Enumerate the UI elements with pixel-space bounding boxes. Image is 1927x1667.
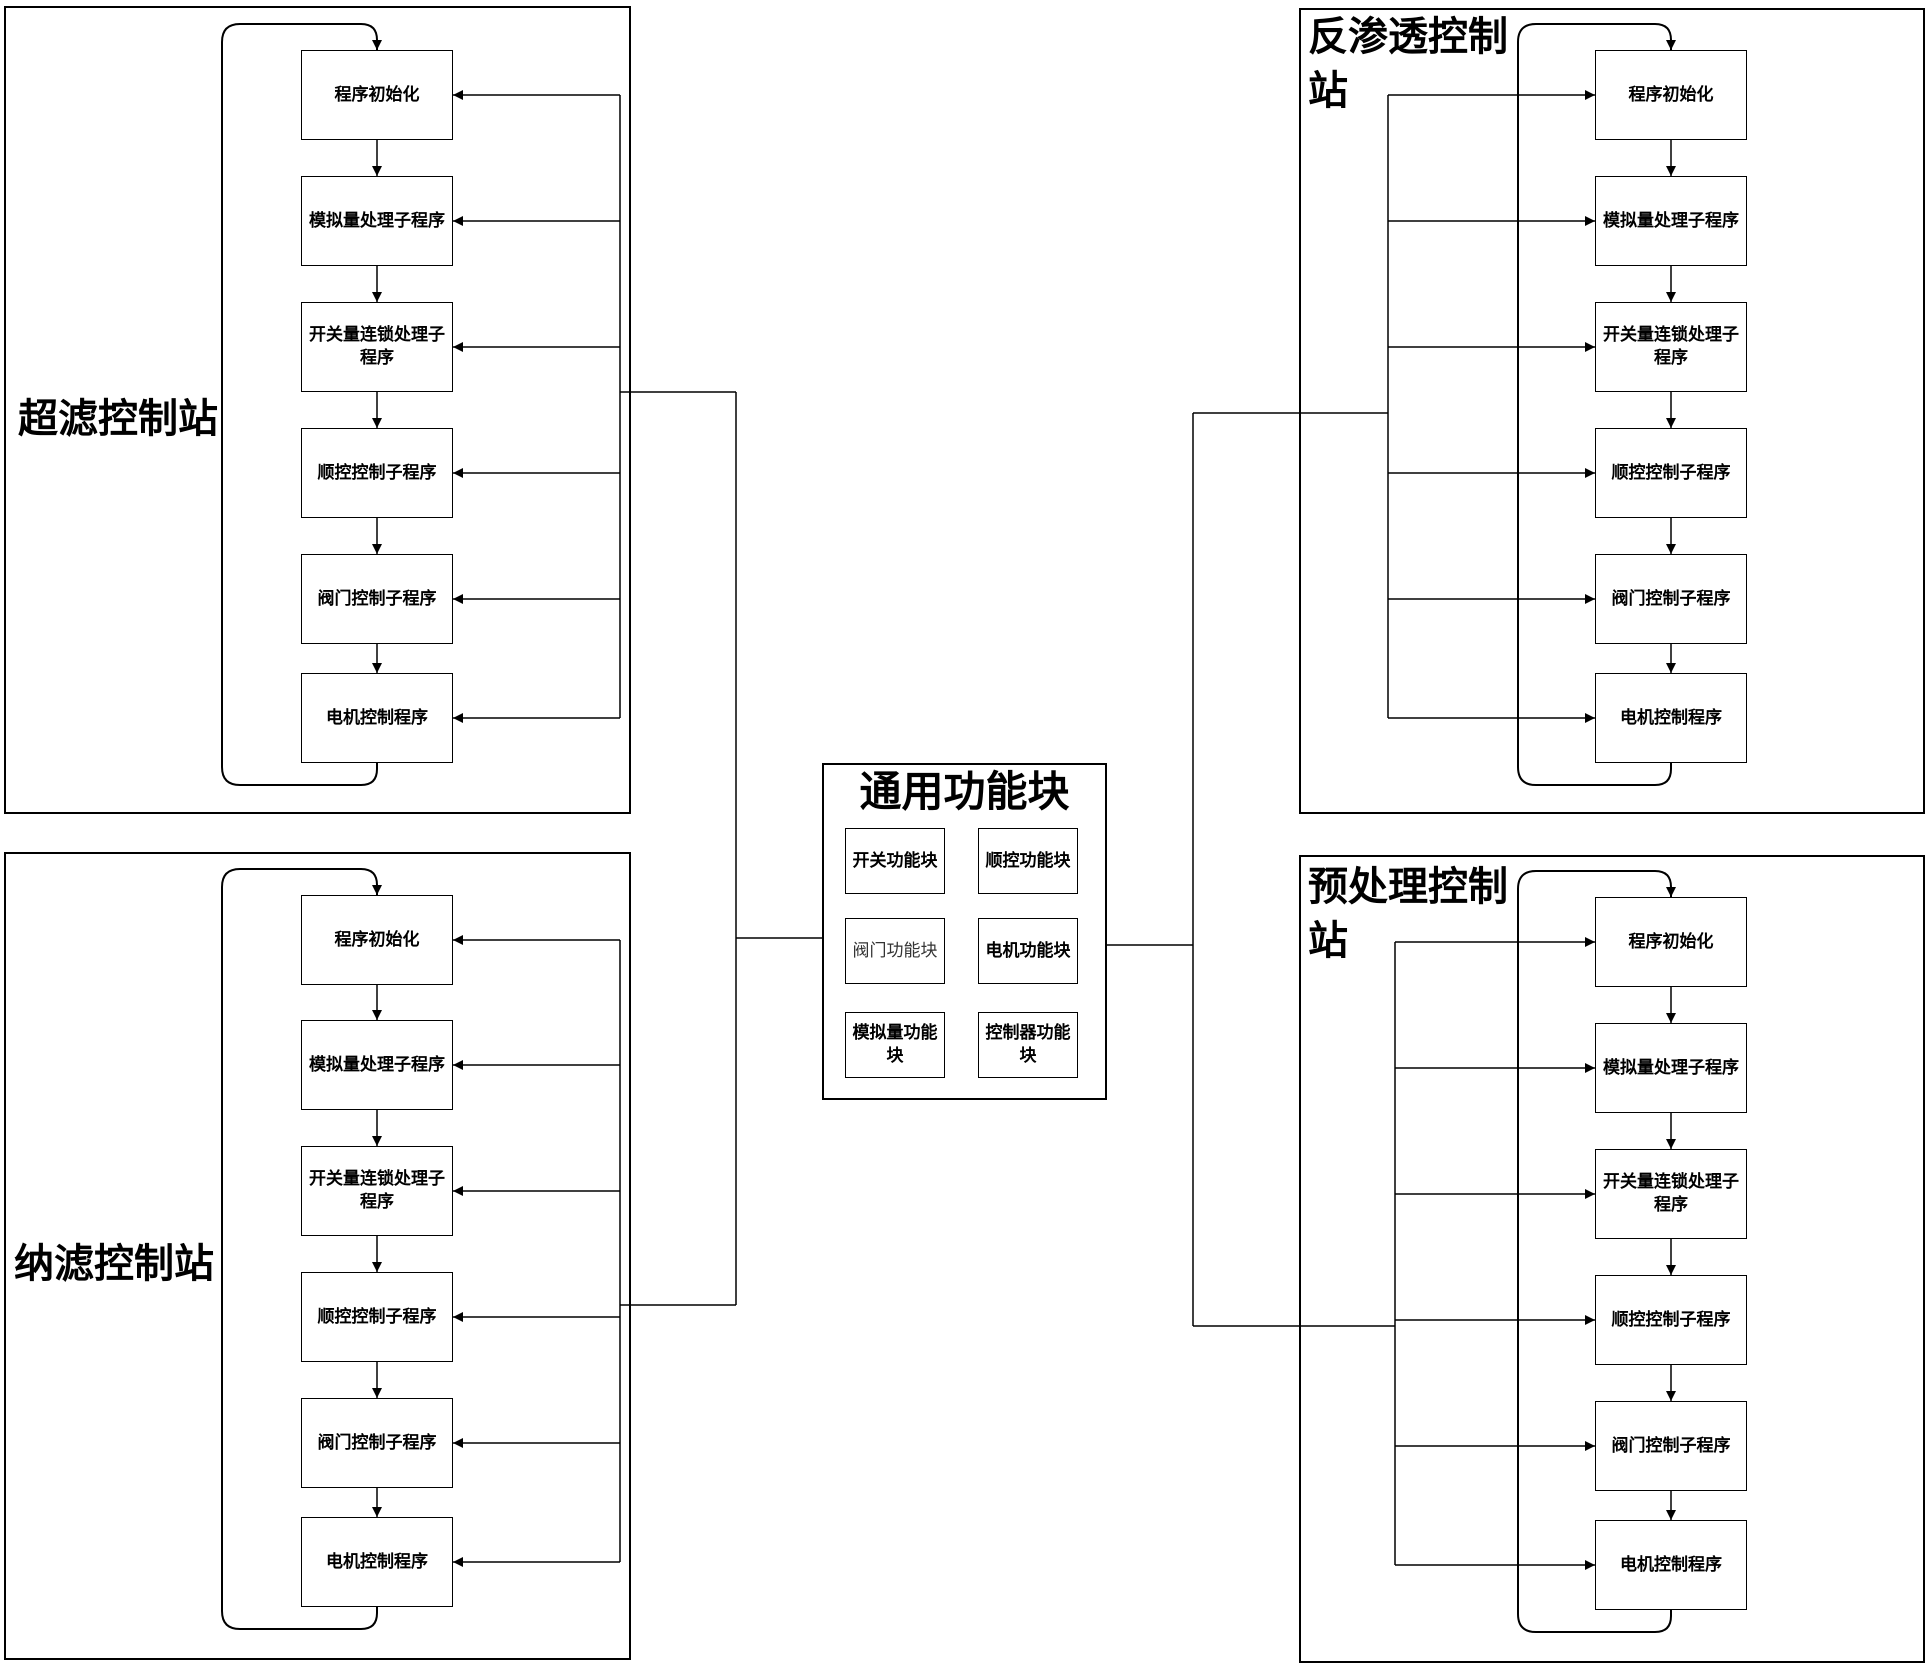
step-box: 阀门控制子程序 — [1595, 554, 1747, 644]
step-box: 阀门控制子程序 — [301, 554, 453, 644]
step-box: 顺控控制子程序 — [1595, 428, 1747, 518]
step-box: 模拟量处理子程序 — [1595, 176, 1747, 266]
station-title-nanofiltration: 纳滤控制站 — [14, 1241, 214, 1287]
step-box: 顺控控制子程序 — [301, 428, 453, 518]
step-box: 电机控制程序 — [1595, 1520, 1747, 1610]
step-box: 模拟量处理子程序 — [301, 1020, 453, 1110]
function-block-valve: 阀门功能块 — [845, 918, 945, 984]
station-frame-ultrafiltration — [4, 6, 631, 814]
step-box: 顺控控制子程序 — [301, 1272, 453, 1362]
function-block-motor: 电机功能块 — [978, 918, 1078, 984]
station-title-reverse-osmosis: 反渗透控制站 — [1308, 14, 1508, 114]
step-box: 电机控制程序 — [1595, 673, 1747, 763]
step-box: 电机控制程序 — [301, 1517, 453, 1607]
step-box: 模拟量处理子程序 — [301, 176, 453, 266]
loop-back-arrow — [221, 868, 382, 1630]
step-box: 顺控控制子程序 — [1595, 1275, 1747, 1365]
step-box: 程序初始化 — [1595, 50, 1747, 140]
loop-back-arrow — [1517, 23, 1676, 786]
step-box: 阀门控制子程序 — [301, 1398, 453, 1488]
step-box: 阀门控制子程序 — [1595, 1401, 1747, 1491]
loop-back-arrow — [221, 23, 382, 786]
function-block-sequence: 顺控功能块 — [978, 828, 1078, 894]
function-block-controller: 控制器功能块 — [978, 1012, 1078, 1078]
station-title-ultrafiltration: 超滤控制站 — [18, 396, 218, 442]
loop-back-arrow — [1517, 870, 1676, 1633]
step-box: 开关量连锁处理子程序 — [1595, 1149, 1747, 1239]
step-box: 程序初始化 — [301, 50, 453, 140]
common-function-title: 通用功能块 — [859, 767, 1070, 816]
step-box: 开关量连锁处理子程序 — [301, 1146, 453, 1236]
step-box: 开关量连锁处理子程序 — [1595, 302, 1747, 392]
function-block-switch: 开关功能块 — [845, 828, 945, 894]
station-frame-reverse-osmosis — [1299, 8, 1925, 814]
station-title-pretreatment: 预处理控制站 — [1308, 864, 1508, 964]
step-box: 电机控制程序 — [301, 673, 453, 763]
station-frame-nanofiltration — [4, 852, 631, 1660]
step-box: 模拟量处理子程序 — [1595, 1023, 1747, 1113]
function-block-analog: 模拟量功能块 — [845, 1012, 945, 1078]
step-box: 程序初始化 — [301, 895, 453, 985]
step-box: 开关量连锁处理子程序 — [301, 302, 453, 392]
station-frame-pretreatment — [1299, 855, 1925, 1663]
step-box: 程序初始化 — [1595, 897, 1747, 987]
